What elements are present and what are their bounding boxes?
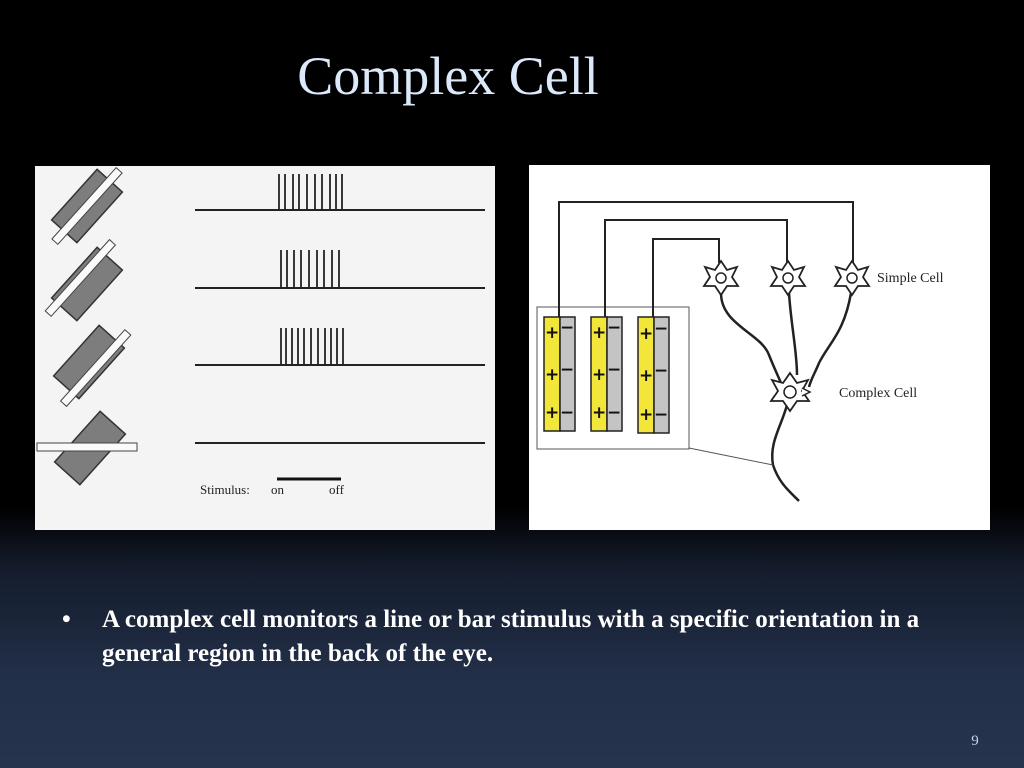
complex-cell-circuit-figure: + − + − + − + − + − + − + − + − + −	[529, 165, 990, 530]
page-number: 9	[971, 733, 979, 749]
circuit-svg: + − + − + − + − + − + − + − + − + −	[536, 201, 944, 502]
minus-sign: −	[560, 403, 574, 423]
plus-sign: +	[592, 403, 606, 423]
receptive-field-2	[590, 316, 623, 432]
plus-sign: +	[545, 323, 559, 343]
complex-cell-label: Complex Cell	[839, 386, 917, 401]
wire-rf3-to-simple-cell-1	[652, 238, 720, 317]
minus-sign: −	[607, 360, 621, 380]
minus-sign: −	[654, 319, 668, 339]
spike-response-figure: Stimulus: on off	[35, 166, 495, 530]
spike-train-1	[278, 174, 343, 210]
projection-line	[688, 447, 774, 466]
plus-sign: +	[545, 403, 559, 423]
complex-cell-axon	[770, 404, 800, 502]
minus-sign: −	[654, 361, 668, 381]
spike-response-svg: Stimulus: on off	[36, 166, 485, 497]
axon-simple-cell-2	[787, 292, 799, 376]
minus-sign: −	[654, 405, 668, 425]
minus-sign: −	[560, 360, 574, 380]
simple-cell-1	[702, 259, 740, 297]
receptive-field-1	[543, 316, 576, 432]
plus-sign: +	[592, 365, 606, 385]
stimulus-label: Stimulus:	[200, 482, 250, 497]
complex-cell-body	[769, 371, 812, 413]
plus-sign: +	[639, 324, 653, 344]
plus-sign: +	[639, 405, 653, 425]
slide-title: Complex Cell	[297, 46, 599, 106]
simple-cell-label: Simple Cell	[877, 271, 944, 286]
plus-sign: +	[545, 365, 559, 385]
receptive-field-box	[536, 306, 690, 450]
stimulus-2	[44, 238, 124, 322]
stimulus-3	[52, 324, 132, 408]
stimulus-4-horizontal-bar	[36, 442, 138, 452]
bullet-text: A complex cell monitors a line or bar st…	[102, 606, 920, 667]
minus-sign: −	[607, 403, 621, 423]
simple-cell-3	[833, 259, 871, 297]
bullet-marker: •	[62, 606, 71, 633]
spike-train-3	[280, 328, 344, 365]
wire-rf1-to-simple-cell-3	[558, 201, 854, 317]
wire-rf2-to-simple-cell-2	[604, 219, 788, 317]
axon-simple-cell-3	[807, 292, 853, 388]
receptive-field-3	[637, 316, 670, 434]
stimulus-off-label: off	[329, 482, 345, 497]
stimulus-1	[50, 166, 124, 246]
stimulus-on-label: on	[271, 482, 285, 497]
plus-sign: +	[592, 323, 606, 343]
minus-sign: −	[607, 318, 621, 338]
simple-cell-2	[769, 259, 807, 297]
spike-train-2	[280, 250, 340, 288]
plus-sign: +	[639, 366, 653, 386]
minus-sign: −	[560, 318, 574, 338]
axon-simple-cell-1	[719, 292, 783, 384]
